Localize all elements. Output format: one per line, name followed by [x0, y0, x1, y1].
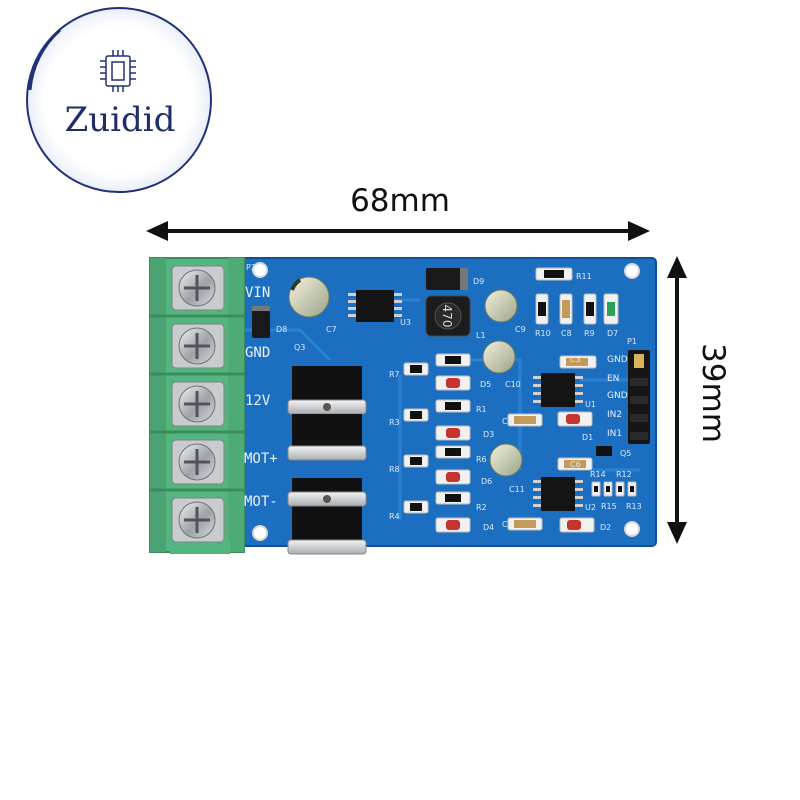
pin-header-p1 [628, 350, 650, 444]
smd-components [403, 267, 637, 533]
ref-u2: U2 [585, 503, 596, 512]
ref-q3: Q3 [294, 343, 305, 352]
ref-d6: D6 [481, 477, 492, 486]
ref-c3: C3 [570, 355, 581, 364]
ref-r4: R4 [389, 512, 400, 521]
ref-l1: L1 [476, 331, 486, 340]
screw-1 [171, 265, 225, 311]
ref-d3: D3 [483, 430, 494, 439]
diode-d9 [426, 268, 468, 290]
ref-r9: R9 [584, 329, 595, 338]
screw-5 [171, 497, 225, 543]
ref-r1: R1 [476, 405, 487, 414]
ref-c10: C10 [505, 380, 521, 389]
header-label-gnd-2: GND [607, 391, 628, 401]
header-label-in1: IN1 [607, 429, 622, 439]
ref-d2: D2 [600, 523, 611, 532]
ref-r3: R3 [389, 418, 400, 427]
inductor-marking: 470 [440, 305, 454, 328]
ref-r15: R15 [601, 502, 617, 511]
ref-r12: R12 [616, 470, 632, 479]
ref-c4: C4 [502, 520, 513, 529]
ref-r8: R8 [389, 465, 400, 474]
ref-r10: R10 [535, 329, 551, 338]
ref-r11: R11 [576, 272, 592, 281]
mosfets [287, 366, 367, 555]
brand-name: Zuidid [64, 100, 176, 140]
ref-c8: C8 [561, 329, 572, 338]
terminal-label-mot-plus: MOT+ [244, 451, 278, 467]
ref-c9: C9 [515, 325, 526, 334]
inductor-l1: 470 [425, 295, 471, 337]
ref-p2: P2 [246, 263, 256, 272]
terminal-screws [171, 265, 225, 543]
terminal-label-12v: 12V [245, 393, 271, 409]
mosfet-1 [287, 366, 367, 415]
diode-d8 [252, 306, 270, 338]
ref-u1: U1 [585, 400, 596, 409]
ref-r2: R2 [476, 503, 487, 512]
ref-c1: C1 [502, 417, 513, 426]
ref-d7: D7 [607, 329, 618, 338]
chip-icon [100, 50, 136, 92]
header-label-in2: IN2 [607, 410, 622, 420]
brand-logo [26, 7, 212, 193]
ref-c11: C11 [509, 485, 525, 494]
mosfet-3 [287, 478, 367, 514]
ref-d4: D4 [483, 523, 494, 532]
capacitor-c9 [484, 289, 518, 323]
ic-u3 [348, 290, 402, 322]
ref-r7: R7 [389, 370, 400, 379]
ic-u1 [533, 373, 583, 407]
height-dimension-arrow [667, 256, 687, 544]
electrolytic-capacitors [288, 276, 523, 477]
ref-u3: U3 [400, 318, 411, 327]
ref-d5: D5 [480, 380, 491, 389]
ref-r6: R6 [476, 455, 487, 464]
terminal-label-gnd: GND [245, 345, 270, 361]
terminal-label-mot-minus: MOT- [244, 494, 278, 510]
capacitor-c7 [288, 276, 330, 318]
capacitor-c10 [482, 340, 516, 374]
ref-d1: D1 [582, 433, 593, 442]
ref-c7: C7 [326, 325, 337, 334]
screw-4 [171, 439, 225, 485]
ref-p1: P1 [627, 337, 637, 346]
ref-c6: C6 [570, 460, 581, 469]
mosfet-2 [287, 414, 367, 461]
ref-r13: R13 [626, 502, 642, 511]
ref-r14: R14 [590, 470, 606, 479]
ref-d8: D8 [276, 325, 287, 334]
header-label-en: EN [607, 374, 619, 384]
width-dimension-arrow [146, 221, 650, 241]
width-dimension-label: 68mm [350, 183, 450, 219]
height-dimension-label: 39mm [695, 343, 731, 443]
screw-3 [171, 381, 225, 427]
ref-q5: Q5 [620, 449, 631, 458]
header-label-gnd-1: GND [607, 355, 628, 365]
ref-d9: D9 [473, 277, 484, 286]
terminal-label-vin: VIN [245, 285, 270, 301]
capacitor-c11 [489, 443, 523, 477]
mosfet-4 [287, 510, 367, 555]
ic-u2 [533, 477, 583, 511]
screw-2 [171, 323, 225, 369]
